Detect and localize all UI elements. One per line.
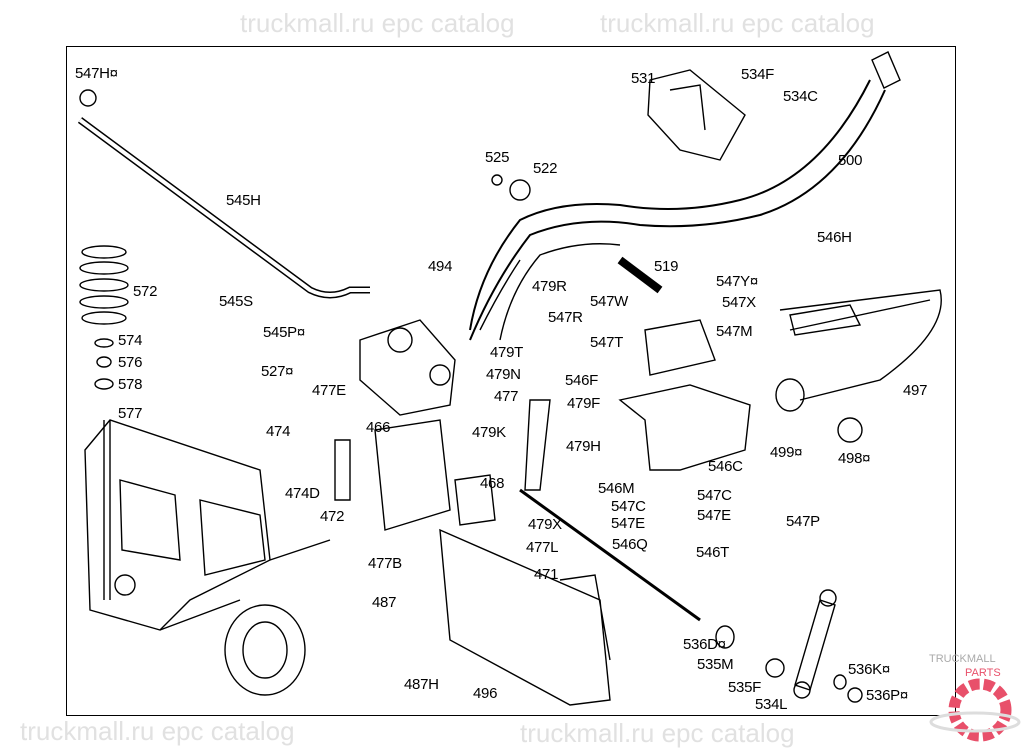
part-label: 479N <box>486 366 521 383</box>
part-label: 479X <box>528 516 562 533</box>
part-label: 547R <box>548 309 583 326</box>
part-label: 546H <box>817 229 852 246</box>
part-label: 477 <box>494 388 519 405</box>
frame-471 <box>439 528 611 706</box>
part-label: 534C <box>783 88 818 105</box>
part-label: 547C <box>611 498 646 515</box>
watermark-text: truckmall.ru epc catalog <box>520 718 795 748</box>
svg-text:PARTS: PARTS <box>965 667 1001 679</box>
part-label: 477B <box>368 555 402 572</box>
part-label: 547H¤ <box>75 65 118 82</box>
diagram-frame <box>66 46 956 716</box>
part-label: 535F <box>728 679 761 696</box>
part-label: 522 <box>533 160 558 177</box>
part-label: 546F <box>565 372 598 389</box>
part-label: 546Q <box>612 536 648 553</box>
bracket-546c <box>618 384 751 471</box>
part-label: 547M <box>716 323 753 340</box>
part-label: 471 <box>534 566 559 583</box>
part-label: 547E <box>611 515 645 532</box>
part-label: 474 <box>266 423 291 440</box>
part-label: 479K <box>472 424 506 441</box>
part-label: 572 <box>133 283 158 300</box>
part-label: 472 <box>320 508 345 525</box>
hanger-477 <box>524 399 551 491</box>
part-label: 477L <box>526 539 559 556</box>
part-label: 468 <box>480 475 505 492</box>
part-label: 487 <box>372 594 397 611</box>
part-label: 578 <box>118 376 143 393</box>
part-label: 547P <box>786 513 820 530</box>
part-label: 545P¤ <box>263 324 305 341</box>
bracket-531 <box>647 69 746 161</box>
truckmall-parts-logo: TRUCKMALL PARTS <box>929 653 1021 742</box>
spring-500 <box>469 79 886 341</box>
part-label: 479T <box>490 344 523 361</box>
part-label: 576 <box>118 354 143 371</box>
part-label: 479H <box>566 438 601 455</box>
part-label: 500 <box>838 152 863 169</box>
part-label: 479F <box>567 395 600 412</box>
part-label: 487H <box>404 676 439 693</box>
part-label: 547Y¤ <box>716 273 758 290</box>
wheel <box>224 604 306 696</box>
shock-absorber <box>794 599 836 691</box>
watermark-text: truckmall.ru epc catalog <box>600 8 875 38</box>
part-label: 547C <box>697 487 732 504</box>
part-label: 545S <box>219 293 253 310</box>
part-label: 546M <box>598 480 635 497</box>
bracket-466 <box>334 419 451 531</box>
part-label: 525 <box>485 149 510 166</box>
spring-eye <box>871 51 901 89</box>
bracket-547m <box>644 319 716 376</box>
bracket-468 <box>454 474 496 526</box>
part-label: 534F <box>741 66 774 83</box>
truck-cab <box>84 419 271 631</box>
part-label: 547X <box>722 294 756 311</box>
part-label: 534L <box>755 696 788 713</box>
part-label: 474D <box>285 485 320 502</box>
part-label: 546C <box>708 458 743 475</box>
cab-emblem <box>114 574 136 596</box>
part-label: 545H <box>226 192 261 209</box>
part-label: 547W <box>590 293 628 310</box>
stabilizer-bar <box>77 117 370 299</box>
part-label: 498¤ <box>838 450 871 467</box>
part-label: 499¤ <box>770 444 803 461</box>
watermark-text: truckmall.ru epc catalog <box>240 8 515 38</box>
rod <box>519 488 701 622</box>
part-label: 527¤ <box>261 363 294 380</box>
svg-text:TRUCKMALL: TRUCKMALL <box>929 653 996 665</box>
part-label: 519 <box>654 258 679 275</box>
part-label: 535M <box>697 656 734 673</box>
part-label: 477E <box>312 382 346 399</box>
rubber-buffer <box>79 245 129 325</box>
strap-497 <box>779 289 942 401</box>
part-label: 497 <box>903 382 928 399</box>
watermark-text: truckmall.ru epc catalog <box>20 716 295 746</box>
part-label: 536P¤ <box>866 687 908 704</box>
part-label: 536K¤ <box>848 661 890 678</box>
part-label: 479R <box>532 278 567 295</box>
mount-block <box>359 319 456 416</box>
part-label: 547T <box>590 334 623 351</box>
nut-547h <box>79 89 97 107</box>
part-label: 496 <box>473 685 498 702</box>
part-label: 577 <box>118 405 143 422</box>
part-label: 574 <box>118 332 143 349</box>
bracket-546h <box>789 304 862 336</box>
part-label: 547E <box>697 507 731 524</box>
part-label: 494 <box>428 258 453 275</box>
part-label: 531 <box>631 70 656 87</box>
part-label: 536D¤ <box>683 636 726 653</box>
part-label: 546T <box>696 544 729 561</box>
part-label: 466 <box>366 419 391 436</box>
